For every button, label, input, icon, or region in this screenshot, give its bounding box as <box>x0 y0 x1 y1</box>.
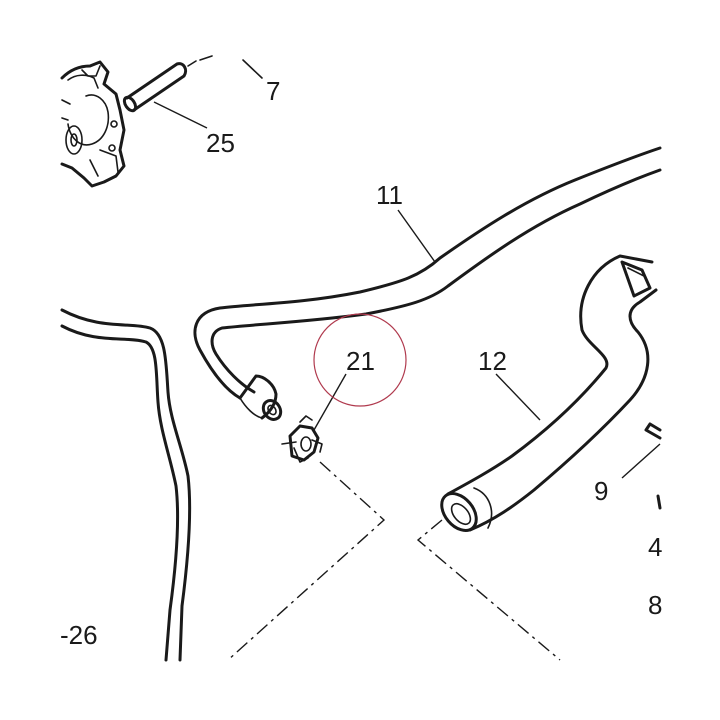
label-25: 25 <box>206 128 235 158</box>
leader-7 <box>242 59 263 79</box>
label-9: 9 <box>594 476 608 506</box>
label-4: 4 <box>648 532 662 562</box>
label-21: 21 <box>346 346 375 376</box>
routing-line-b <box>416 519 561 661</box>
leader-25 <box>153 101 208 129</box>
routing-line-a <box>227 461 386 661</box>
leader-12 <box>495 373 541 421</box>
part-9 <box>644 422 662 510</box>
leader-21 <box>313 373 347 431</box>
highlight-circle <box>313 313 407 407</box>
hose-11 <box>193 146 662 421</box>
housing-part <box>60 60 126 188</box>
hose-26 <box>60 308 192 662</box>
leader-11 <box>397 209 436 263</box>
hose-12 <box>440 254 658 532</box>
leader-9 <box>621 443 661 479</box>
label-11: 11 <box>376 180 403 210</box>
label-7: 7 <box>266 76 280 106</box>
label-12: 12 <box>478 346 507 376</box>
label-8: 8 <box>648 590 662 620</box>
hose-25 <box>122 55 213 113</box>
clamp-21 <box>281 415 323 463</box>
label-26: -26 <box>60 620 98 650</box>
